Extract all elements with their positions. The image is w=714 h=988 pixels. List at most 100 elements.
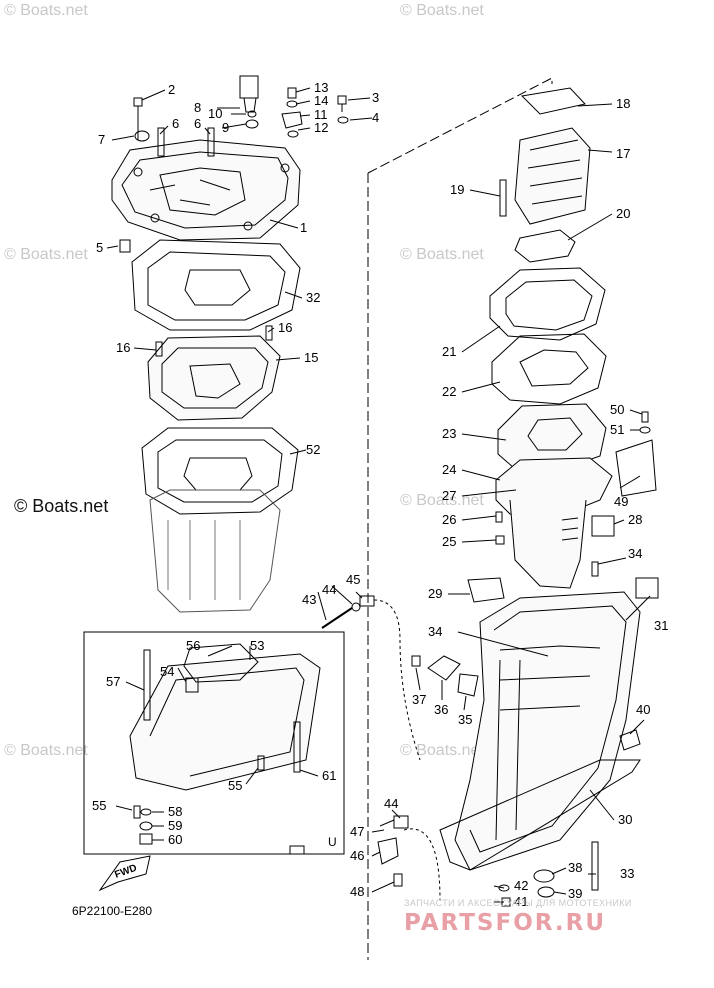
callout-16b: 16 [116, 340, 130, 355]
part-38-anode [533, 869, 555, 883]
part-22-gasket [491, 333, 607, 405]
callout-36: 36 [434, 702, 448, 717]
part-9-ring [245, 119, 259, 129]
callout-54: 54 [160, 664, 174, 679]
shop-tagline: ЗАПЧАСТИ И АКСЕССУАРЫ ДЛЯ МОТОТЕХНИКИ [404, 898, 632, 908]
part-47-tube [379, 819, 395, 827]
part-7-plug [134, 130, 150, 142]
part-16-pin [155, 341, 163, 357]
part-40-cap [619, 729, 641, 751]
callout-9: 9 [222, 120, 229, 135]
part-28-damper [591, 515, 615, 537]
part-46-fitting [377, 837, 399, 865]
part-45-grommet [359, 595, 375, 607]
part-37-bolt [411, 655, 421, 667]
callout-43: 43 [302, 592, 316, 607]
callout-2: 2 [168, 82, 175, 97]
part-14-washer [286, 100, 298, 108]
part-20-seal [514, 229, 576, 263]
part-16-pin [265, 325, 273, 341]
callout-45: 45 [346, 572, 360, 587]
callout-12: 12 [314, 120, 328, 135]
part-15-plate [147, 335, 281, 421]
callout-44a: 44 [322, 582, 336, 597]
part-35-fitting [457, 673, 479, 697]
callout-17: 17 [616, 146, 630, 161]
callout-31: 31 [654, 618, 668, 633]
callout-22: 22 [442, 384, 456, 399]
callout-18: 18 [616, 96, 630, 111]
part-3-bolt [337, 95, 347, 105]
part-56-seal [183, 643, 259, 683]
part-27-sleeve [509, 499, 587, 589]
part-44-clip [393, 815, 409, 829]
part-21-gasket [489, 267, 606, 341]
callout-50: 50 [610, 402, 624, 417]
callout-47: 47 [350, 824, 364, 839]
part-60-nut [139, 833, 153, 845]
callout-57: 57 [106, 674, 120, 689]
callout-41: 41 [514, 894, 528, 909]
part-51-washer [639, 426, 651, 434]
callout-37: 37 [412, 692, 426, 707]
fwd-arrow [98, 855, 151, 892]
callout-55b: 55 [92, 798, 106, 813]
part-53-cover [129, 653, 321, 791]
part-59-washer [139, 821, 153, 831]
watermark-top-left: © Boats.net [4, 2, 88, 19]
part-12-ring [287, 130, 299, 138]
callout-27: 27 [442, 488, 456, 503]
part-49-bracket [615, 439, 657, 497]
part-54-plug [185, 677, 199, 693]
part-30-lower-casing [454, 591, 641, 871]
part-6-pin [157, 127, 165, 157]
callout-49: 49 [614, 494, 628, 509]
callout-25: 25 [442, 534, 456, 549]
callout-42: 42 [514, 878, 528, 893]
callout-30: 30 [618, 812, 632, 827]
callout-52: 52 [306, 442, 320, 457]
callout-16a: 16 [278, 320, 292, 335]
callout-24: 24 [442, 462, 456, 477]
callout-56: 56 [186, 638, 200, 653]
part-6-pin [207, 127, 215, 157]
callout-14: 14 [314, 93, 328, 108]
part-2-bolt [133, 97, 143, 107]
part-44-ring [351, 602, 361, 612]
callout-58: 58 [168, 804, 182, 819]
callout-13: 13 [314, 80, 328, 95]
callout-46: 46 [350, 848, 364, 863]
callout-10: 10 [208, 106, 222, 121]
part-39-washer [537, 886, 555, 898]
part-23-plate [497, 403, 607, 471]
part-4-washer [337, 116, 349, 124]
part-48-bolt [393, 873, 403, 887]
callout-23: 23 [442, 426, 456, 441]
part-5-bolt [119, 239, 131, 253]
part-58-ring [140, 808, 152, 816]
part-33-bolt [591, 841, 599, 891]
part-55-pin [257, 755, 265, 771]
diagram-code: 6P22100-E280 [72, 904, 153, 918]
part-1-upper-cover [111, 139, 301, 241]
callout-3: 3 [372, 90, 379, 105]
part-43-pipe [321, 607, 353, 629]
callout-11: 11 [314, 107, 328, 122]
watermark-low-left: © Boats.net [4, 742, 88, 759]
callout-5: 5 [96, 240, 103, 255]
callout-21: 21 [442, 344, 456, 359]
callout-59: 59 [168, 818, 182, 833]
callout-48: 48 [350, 884, 364, 899]
callout-35: 35 [458, 712, 472, 727]
callout-4: 4 [372, 110, 379, 125]
part-8-valve [239, 75, 259, 99]
callout-6b: 6 [194, 116, 201, 131]
callout-6a: 6 [172, 116, 179, 131]
part-57-stud [143, 649, 151, 721]
inset-mark: U [328, 835, 337, 849]
watermark-mid-right: © Boats.net [400, 246, 484, 263]
callout-34a: 34 [628, 546, 642, 561]
callout-38: 38 [568, 860, 582, 875]
part-32-gasket [131, 239, 301, 331]
callout-39: 39 [568, 886, 582, 901]
